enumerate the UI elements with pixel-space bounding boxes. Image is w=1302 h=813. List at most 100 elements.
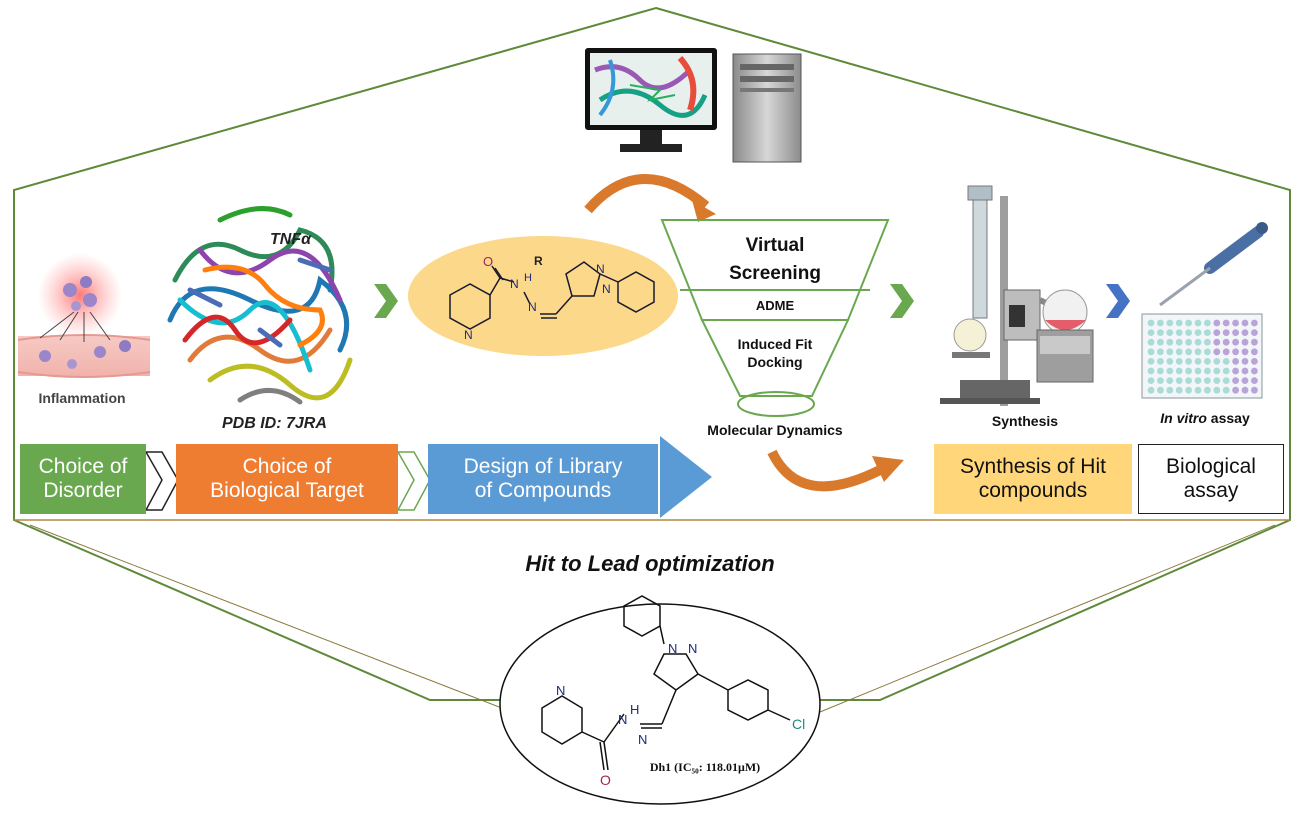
well (1251, 348, 1258, 356)
well (1185, 367, 1192, 375)
well (1213, 348, 1221, 356)
well (1157, 329, 1164, 336)
well (1232, 386, 1239, 394)
well (1194, 319, 1202, 327)
atom-label: N (596, 262, 605, 276)
atom-label: N (668, 641, 678, 656)
rotary-evaporator-illustration (940, 185, 1094, 406)
well-plate-wells (1147, 319, 1258, 394)
well (1166, 367, 1174, 375)
well (1157, 386, 1164, 394)
well (1251, 367, 1258, 375)
chevron-green-2 (890, 284, 914, 318)
atom-label: N (464, 328, 473, 342)
well (1251, 377, 1258, 384)
atom-label: N (556, 683, 566, 698)
well (1166, 386, 1174, 394)
step-arrow-blue (660, 436, 712, 518)
well (1204, 377, 1211, 384)
well (1232, 319, 1239, 327)
well (1147, 377, 1155, 384)
atom-label: N (618, 712, 628, 727)
well (1213, 377, 1221, 384)
well (1175, 386, 1183, 394)
pdb-label: PDB ID: 7JRA (222, 415, 327, 432)
well (1194, 338, 1202, 346)
atom-label: N (528, 300, 537, 314)
well (1185, 348, 1192, 356)
well (1194, 348, 1202, 356)
well (1241, 367, 1249, 375)
well (1166, 319, 1174, 327)
arrow-orange-bottom (767, 449, 883, 492)
well (1166, 358, 1174, 365)
synthesis-label: Synthesis (991, 413, 1059, 429)
well (1222, 377, 1230, 384)
atom-label: Cl (792, 716, 806, 732)
well (1175, 338, 1183, 346)
well (1241, 319, 1249, 327)
well (1194, 358, 1202, 365)
invitro-label: In vitro assay (1160, 410, 1250, 426)
hexagon-right-diag (819, 524, 1276, 713)
well (1175, 367, 1183, 375)
well (1175, 358, 1183, 365)
well (1232, 338, 1239, 346)
well (1213, 338, 1221, 346)
well (1204, 386, 1211, 394)
well (1213, 329, 1221, 336)
well (1185, 386, 1192, 394)
tnf-label: TNFα (270, 231, 312, 248)
well (1204, 329, 1211, 336)
pipette-illustration (1159, 222, 1268, 307)
well (1213, 386, 1221, 394)
atom-label: N (602, 282, 611, 296)
well (1194, 329, 1202, 336)
atom-label: R (534, 254, 543, 268)
atom-label: H (524, 272, 532, 284)
well (1204, 338, 1211, 346)
step-chevron-outline-1 (144, 451, 179, 511)
inflammation-label: Inflammation (38, 390, 126, 406)
well (1175, 377, 1183, 384)
atom-label: H (630, 702, 640, 717)
step-chevron-outline-2 (396, 451, 431, 511)
well (1157, 367, 1164, 375)
well (1222, 386, 1230, 394)
well (1166, 329, 1174, 336)
funnel-level-docking: Induced Fit Docking (737, 336, 813, 371)
well (1175, 329, 1183, 336)
well (1157, 358, 1164, 365)
well (1232, 377, 1239, 384)
arrow-orange-top (584, 174, 710, 214)
well (1147, 386, 1155, 394)
well (1222, 358, 1230, 365)
funnel-level-virtual-screening: Virtual Screening (729, 235, 821, 284)
well (1147, 338, 1155, 346)
well (1194, 367, 1202, 375)
well (1222, 348, 1230, 356)
lead-compound-caption: Dh1 (IC₅₀: 118.01μM) (649, 760, 761, 774)
well (1251, 386, 1258, 394)
chevron-blue (1106, 284, 1130, 318)
well (1175, 319, 1183, 327)
well (1157, 319, 1164, 327)
atom-label: O (600, 772, 611, 788)
well (1147, 367, 1155, 375)
compound-molecule-top (449, 261, 655, 330)
well (1232, 358, 1239, 365)
well (1185, 329, 1192, 336)
molecular-dynamics-label: Molecular Dynamics (707, 422, 843, 438)
well (1185, 338, 1192, 346)
well (1213, 358, 1221, 365)
compound-ellipse (408, 236, 678, 356)
well (1222, 319, 1230, 327)
protein-structure-illustration (167, 206, 353, 405)
well (1213, 319, 1221, 327)
well (1222, 338, 1230, 346)
well (1157, 377, 1164, 384)
well (1157, 348, 1164, 356)
well (1251, 319, 1258, 327)
